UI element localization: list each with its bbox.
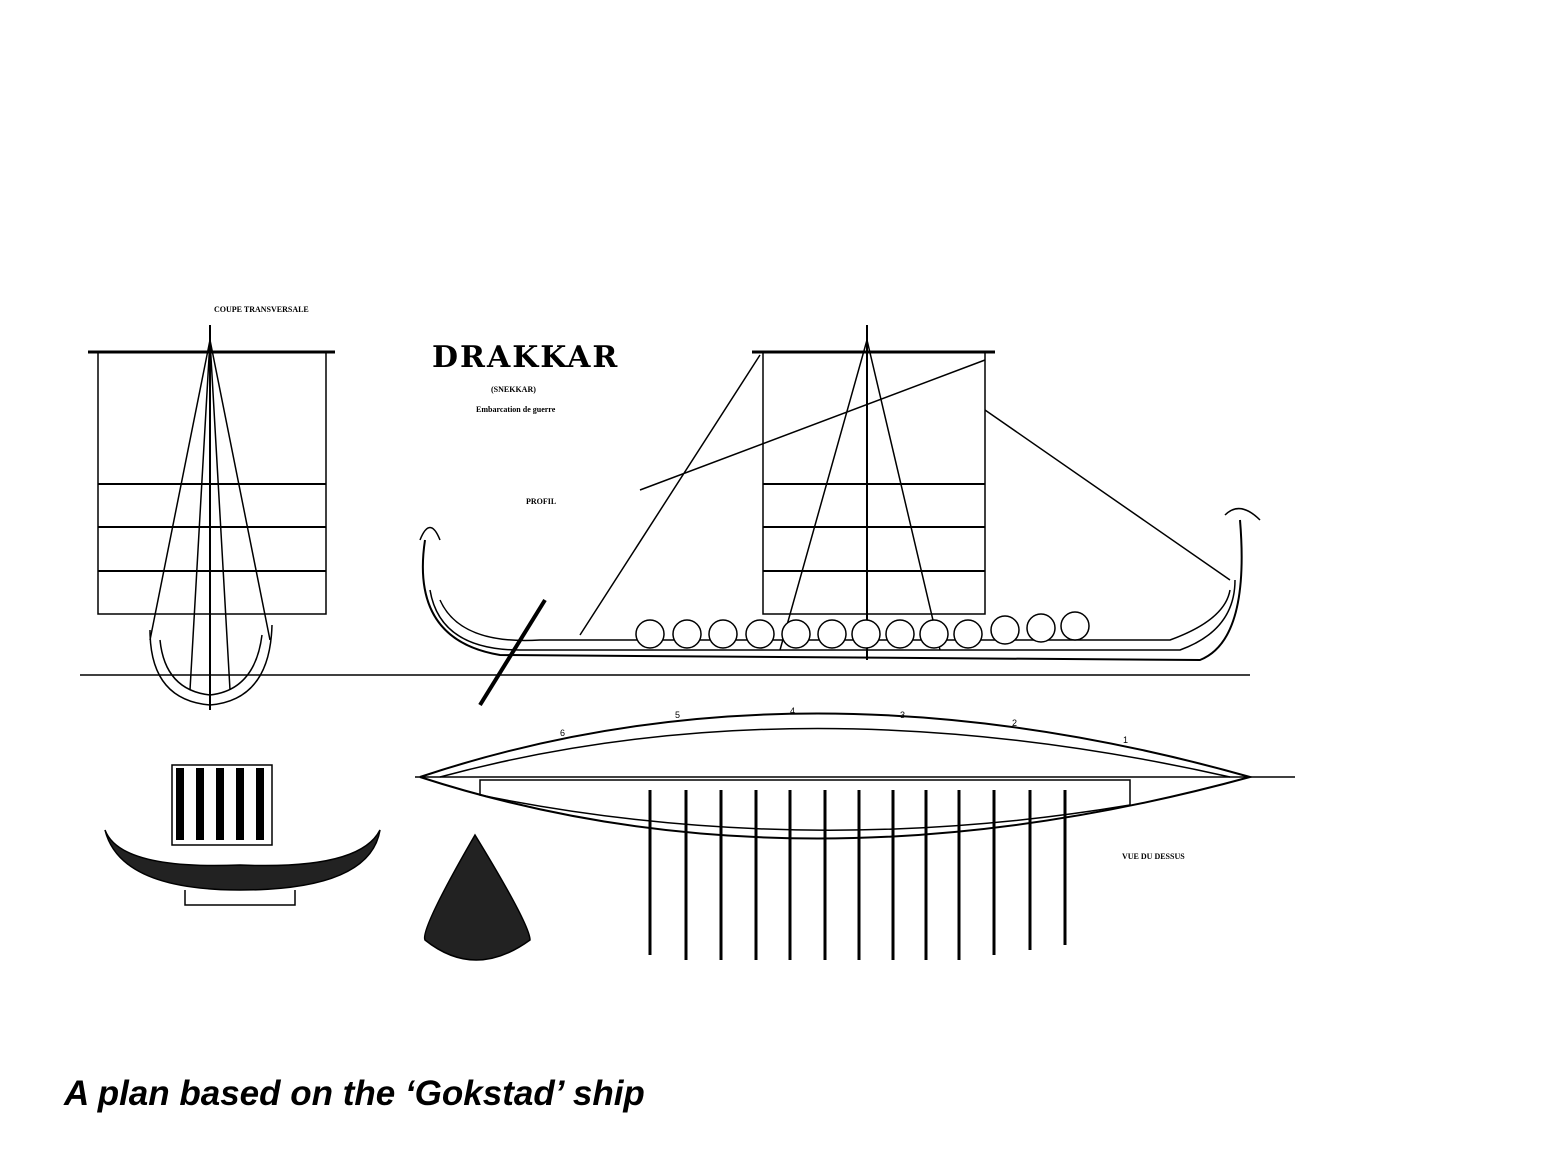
station-number: 3 — [900, 710, 906, 720]
cross-section-label: COUPE TRANSVERSALE — [214, 305, 309, 314]
station-number: 2 — [1012, 718, 1018, 728]
profile-view — [419, 325, 1261, 707]
bow-view — [423, 833, 531, 961]
profile-label: PROFIL — [526, 497, 557, 506]
top-view-label: VUE DU DESSUS — [1122, 852, 1185, 861]
station-number: 5 — [675, 710, 681, 720]
top-view — [415, 712, 1295, 960]
station-number: 1 — [1123, 735, 1129, 745]
ship-illustration — [104, 764, 381, 906]
drawing-title: DRAKKAR — [432, 340, 620, 375]
type-line: Embarcation de guerre — [476, 405, 556, 414]
caption: A plan based on the ‘Gokstad’ ship — [64, 1074, 645, 1113]
station-number: 4 — [790, 706, 796, 716]
station-number: 6 — [560, 728, 566, 738]
cross-section-view — [80, 325, 1250, 710]
subtitle: (SNEKKAR) — [491, 385, 536, 394]
shields — [635, 611, 1090, 649]
